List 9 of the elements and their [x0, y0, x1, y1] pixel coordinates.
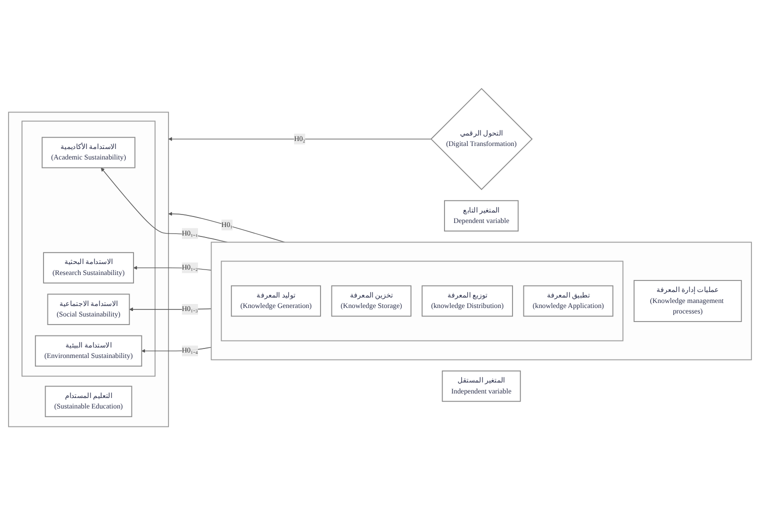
arrow [129, 307, 212, 312]
cluster [220, 260, 624, 342]
arrow [100, 167, 228, 242]
cluster [8, 112, 169, 428]
arrow [141, 346, 212, 353]
arrow [168, 136, 432, 141]
cluster [22, 120, 156, 376]
arrow [168, 212, 286, 242]
cluster [210, 242, 752, 360]
